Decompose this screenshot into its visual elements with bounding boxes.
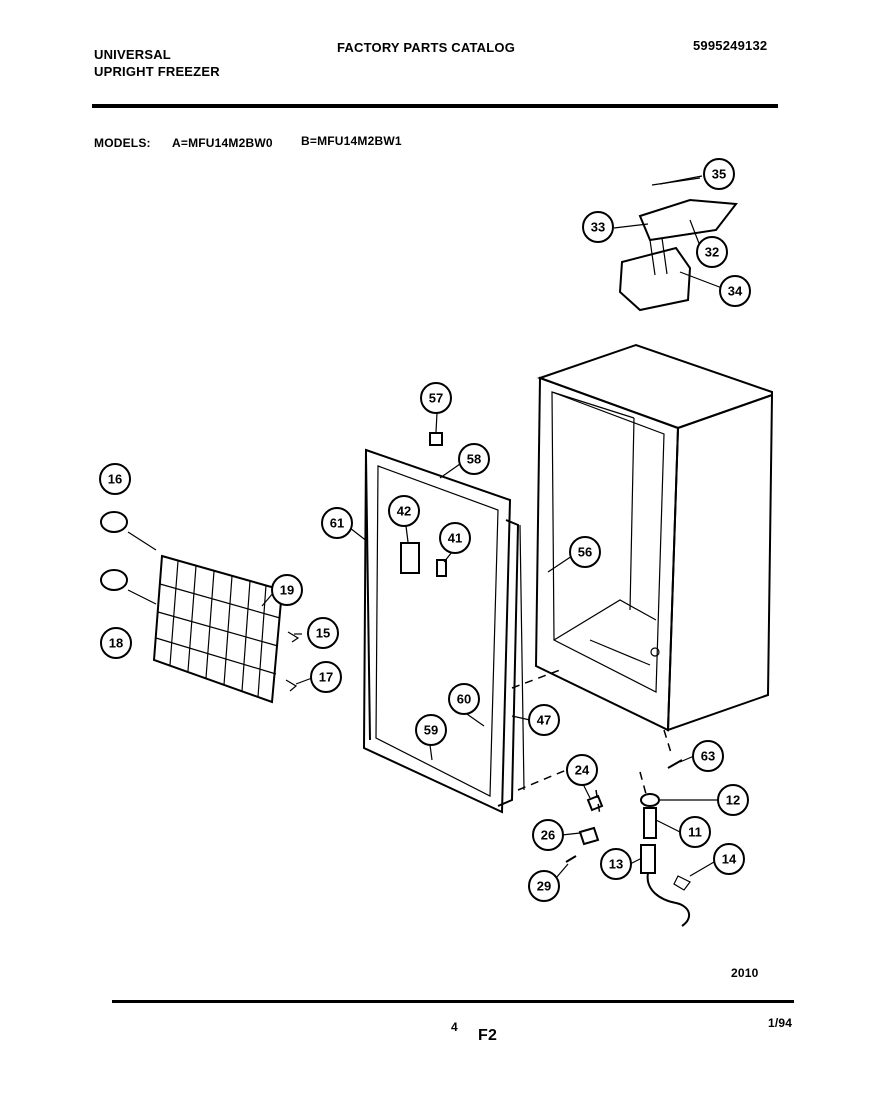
callout-41: 41 xyxy=(439,522,471,554)
svg-text:18: 18 xyxy=(109,636,123,651)
svg-text:57: 57 xyxy=(429,391,443,406)
svg-text:63: 63 xyxy=(701,749,715,764)
callout-13: 13 xyxy=(600,848,632,880)
brand-line-1: UNIVERSAL xyxy=(94,47,171,62)
svg-text:47: 47 xyxy=(537,713,551,728)
header-rule xyxy=(92,104,778,108)
callout-34: 34 xyxy=(719,275,751,307)
callout-35: 35 xyxy=(703,158,735,190)
callout-56: 56 xyxy=(569,536,601,568)
svg-text:29: 29 xyxy=(537,879,551,894)
callout-33: 33 xyxy=(582,211,614,243)
cabinet-drawing xyxy=(534,343,774,732)
page-number: 4 xyxy=(451,1020,458,1034)
callout-61: 61 xyxy=(321,507,353,539)
svg-text:16: 16 xyxy=(108,472,122,487)
assembly-lines xyxy=(511,669,673,816)
callout-42: 42 xyxy=(388,495,420,527)
svg-text:13: 13 xyxy=(609,857,623,872)
svg-text:14: 14 xyxy=(722,852,737,867)
model-b: B=MFU14M2BW1 xyxy=(301,134,402,148)
svg-text:12: 12 xyxy=(726,793,740,808)
callout-14: 14 xyxy=(713,843,745,875)
svg-text:24: 24 xyxy=(575,763,590,778)
callout-19: 19 xyxy=(271,574,303,606)
svg-text:32: 32 xyxy=(705,245,719,260)
svg-text:33: 33 xyxy=(591,220,605,235)
catalog-number: 5995249132 xyxy=(693,38,768,53)
svg-text:42: 42 xyxy=(397,504,411,519)
grille-drawing xyxy=(127,531,284,704)
models-label: MODELS: xyxy=(94,136,151,150)
figure-code: 2010 xyxy=(731,966,759,980)
callout-47: 47 xyxy=(528,704,560,736)
callout-11: 11 xyxy=(679,816,711,848)
small-parts-drawing xyxy=(100,432,683,863)
svg-text:59: 59 xyxy=(424,723,438,738)
callout-17: 17 xyxy=(310,661,342,693)
callout-58: 58 xyxy=(458,443,490,475)
svg-text:15: 15 xyxy=(316,626,330,641)
drain-hose-drawing xyxy=(640,793,691,927)
callout-57: 57 xyxy=(420,382,452,414)
print-date: 1/94 xyxy=(768,1016,793,1030)
section-code: F2 xyxy=(478,1027,498,1044)
svg-text:17: 17 xyxy=(319,670,333,685)
callout-15: 15 xyxy=(307,617,339,649)
callout-16: 16 xyxy=(99,463,131,495)
svg-text:35: 35 xyxy=(712,167,726,182)
svg-text:58: 58 xyxy=(467,452,481,467)
callout-12: 12 xyxy=(717,784,749,816)
svg-text:34: 34 xyxy=(728,284,743,299)
callout-18: 18 xyxy=(100,627,132,659)
callout-59: 59 xyxy=(415,714,447,746)
callout-32: 32 xyxy=(696,236,728,268)
callout-60: 60 xyxy=(448,683,480,715)
callout-24: 24 xyxy=(566,754,598,786)
svg-text:11: 11 xyxy=(688,825,702,840)
svg-text:56: 56 xyxy=(578,545,592,560)
svg-text:26: 26 xyxy=(541,828,555,843)
callout-63: 63 xyxy=(692,740,724,772)
callout-26: 26 xyxy=(532,819,564,851)
brand-line-2: UPRIGHT FREEZER xyxy=(94,64,220,79)
svg-text:41: 41 xyxy=(448,531,462,546)
catalog-title: FACTORY PARTS CATALOG xyxy=(337,40,516,55)
svg-text:61: 61 xyxy=(330,516,344,531)
footer-rule xyxy=(112,1000,794,1003)
svg-text:19: 19 xyxy=(280,583,294,598)
model-a: A=MFU14M2BW0 xyxy=(172,136,273,150)
callout-29: 29 xyxy=(528,870,560,902)
svg-text:60: 60 xyxy=(457,692,471,707)
door-drawing xyxy=(362,448,525,814)
